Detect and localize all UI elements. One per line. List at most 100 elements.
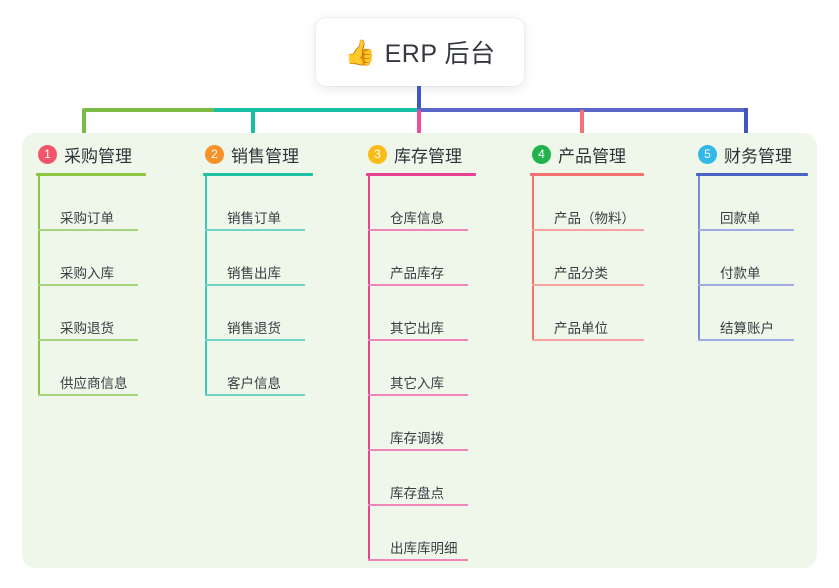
branch-title-1: 采购管理: [64, 146, 132, 166]
leaf-item-label: 销售出库: [227, 266, 281, 281]
leaf-item-label: 产品（物料）: [554, 211, 635, 226]
leaf-item-label: 出库库明细: [390, 541, 458, 556]
leaf-item-underline: [532, 284, 644, 286]
root-stem-connector: [417, 86, 421, 110]
leaf-item[interactable]: 其它出库: [366, 286, 516, 341]
leaf-item-label: 其它入库: [390, 376, 444, 391]
branch-badge-4: 4: [532, 144, 551, 164]
branch-badge-2: 2: [205, 144, 224, 164]
leaf-item-label: 销售订单: [227, 211, 281, 226]
leaf-item-underline: [38, 229, 138, 231]
drop-connector-3: [417, 110, 421, 142]
leaf-item-underline: [698, 229, 794, 231]
leaf-item-label: 客户信息: [227, 376, 281, 391]
branch-header-1[interactable]: 1 采购管理: [36, 140, 186, 168]
branch-column-2: 2 销售管理销售订单销售出库销售退货客户信息: [203, 140, 353, 396]
leaf-item-label: 库存调拨: [390, 431, 444, 446]
leaf-item-underline: [38, 284, 138, 286]
branch-column-4: 4 产品管理产品（物料） 产品分类产品单位: [530, 140, 690, 341]
leaf-item[interactable]: 采购入库: [36, 231, 186, 286]
bus-segment-green: [82, 108, 214, 112]
leaf-item-label: 销售退货: [227, 321, 281, 336]
leaf-item[interactable]: 销售出库: [203, 231, 353, 286]
root-node-title: ERP 后台: [384, 40, 496, 68]
branch-column-1: 1 采购管理采购订单采购入库采购退货供应商信息: [36, 140, 186, 396]
leaf-item[interactable]: 产品库存: [366, 231, 516, 286]
leaf-item-underline: [368, 229, 468, 231]
leaf-item-label: 库存盘点: [390, 486, 444, 501]
leaf-item[interactable]: 库存调拨: [366, 396, 516, 451]
leaf-item-underline: [698, 284, 794, 286]
branch-title-3: 库存管理: [394, 146, 462, 166]
branch-items-3: 仓库信息产品库存其它出库其它入库库存调拨库存盘点出库库明细: [366, 176, 516, 561]
leaf-item-label: 结算账户: [720, 321, 774, 336]
leaf-item[interactable]: 付款单: [696, 231, 839, 286]
leaf-item[interactable]: 回款单: [696, 176, 839, 231]
leaf-item-label: 采购入库: [60, 266, 114, 281]
leaf-item[interactable]: 产品（物料）: [530, 176, 690, 231]
leaf-item-underline: [368, 284, 468, 286]
leaf-item-underline: [532, 339, 644, 341]
branch-title-4: 产品管理: [558, 146, 626, 166]
branch-underline-5: [696, 173, 808, 176]
leaf-item[interactable]: 产品单位: [530, 286, 690, 341]
drop-connector-2: [251, 110, 255, 142]
root-node-card[interactable]: 👍 ERP 后台: [316, 18, 524, 86]
leaf-item-underline: [368, 449, 468, 451]
branch-spine-3: [368, 176, 370, 561]
leaf-item-underline: [698, 339, 794, 341]
drop-connector-1: [82, 110, 86, 142]
leaf-item-label: 产品库存: [390, 266, 444, 281]
bus-segment-teal: [214, 108, 419, 112]
branch-badge-1: 1: [38, 144, 57, 164]
leaf-item-underline: [368, 559, 468, 561]
thumbs-up-icon: 👍: [344, 38, 376, 67]
leaf-item[interactable]: 产品分类: [530, 231, 690, 286]
leaf-item-underline: [38, 339, 138, 341]
branch-title-2: 销售管理: [231, 146, 299, 166]
branch-column-3: 3 库存管理仓库信息产品库存其它出库其它入库库存调拨库存盘点出库库明细: [366, 140, 516, 561]
leaf-item[interactable]: 销售订单: [203, 176, 353, 231]
branch-spine-2: [205, 176, 207, 396]
branch-underline-1: [36, 173, 146, 176]
leaf-item-underline: [38, 394, 138, 396]
branch-spine-4: [532, 176, 534, 341]
leaf-item-label: 其它出库: [390, 321, 444, 336]
leaf-item-underline: [368, 339, 468, 341]
leaf-item[interactable]: 销售退货: [203, 286, 353, 341]
diagram-panel: [22, 133, 817, 568]
branch-underline-2: [203, 173, 313, 176]
leaf-item-underline: [205, 394, 305, 396]
leaf-item-label: 付款单: [720, 266, 761, 281]
branch-badge-3: 3: [368, 144, 387, 164]
branch-badge-5: 5: [698, 144, 717, 164]
branch-header-2[interactable]: 2 销售管理: [203, 140, 353, 168]
leaf-item[interactable]: 客户信息: [203, 341, 353, 396]
leaf-item-label: 采购退货: [60, 321, 114, 336]
leaf-item-label: 采购订单: [60, 211, 114, 226]
leaf-item-label: 供应商信息: [60, 376, 128, 391]
leaf-item-underline: [205, 229, 305, 231]
branch-underline-3: [366, 173, 476, 176]
leaf-item-label: 回款单: [720, 211, 761, 226]
branch-items-5: 回款单付款单结算账户: [696, 176, 839, 341]
leaf-item[interactable]: 结算账户: [696, 286, 839, 341]
drop-connector-5: [744, 110, 748, 142]
leaf-item[interactable]: 供应商信息: [36, 341, 186, 396]
branch-items-2: 销售订单销售出库销售退货客户信息: [203, 176, 353, 396]
leaf-item[interactable]: 其它入库: [366, 341, 516, 396]
leaf-item[interactable]: 采购订单: [36, 176, 186, 231]
leaf-item[interactable]: 采购退货: [36, 286, 186, 341]
leaf-item-underline: [532, 229, 644, 231]
leaf-item[interactable]: 库存盘点: [366, 451, 516, 506]
leaf-item-underline: [205, 339, 305, 341]
branch-items-4: 产品（物料） 产品分类产品单位: [530, 176, 690, 341]
branch-header-4[interactable]: 4 产品管理: [530, 140, 690, 168]
branch-header-3[interactable]: 3 库存管理: [366, 140, 516, 168]
leaf-item[interactable]: 出库库明细: [366, 506, 516, 561]
leaf-item[interactable]: 仓库信息: [366, 176, 516, 231]
leaf-item-label: 产品分类: [554, 266, 608, 281]
